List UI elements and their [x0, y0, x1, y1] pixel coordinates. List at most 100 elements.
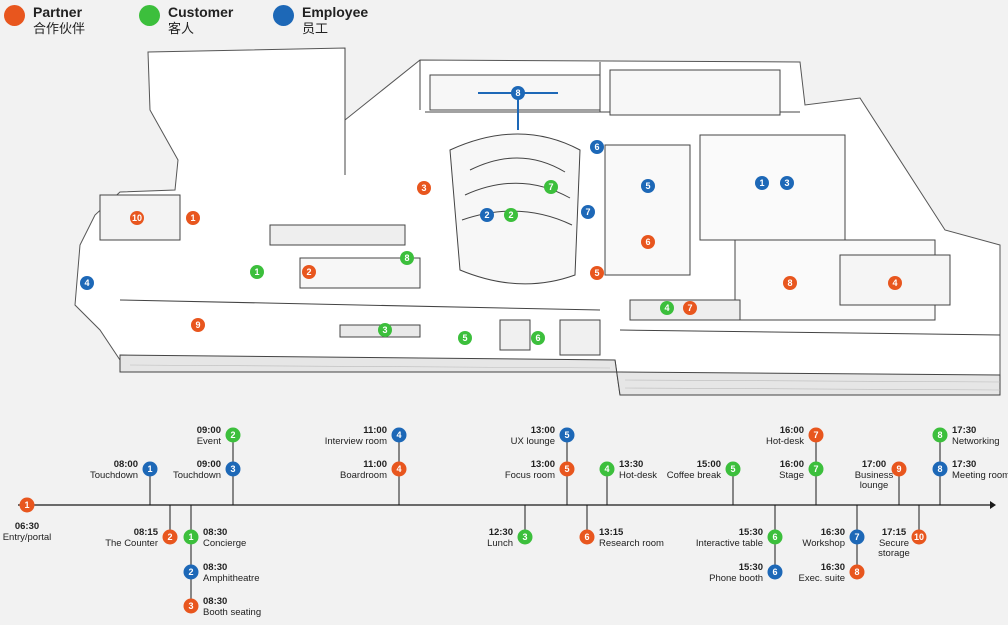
partner-circle-icon	[808, 427, 824, 443]
map-marker-partner-5: 5	[590, 266, 604, 280]
timeline-time: 15:30	[739, 527, 763, 538]
badge-number: 3	[522, 532, 527, 542]
badge-number: 1	[147, 464, 152, 474]
partner-circle-icon	[911, 529, 927, 545]
timeline-time: 16:30	[821, 562, 845, 573]
badge-number: 1	[24, 500, 29, 510]
badge-number: 5	[594, 268, 599, 278]
badge-number: 9	[195, 320, 200, 330]
badge-number: 5	[730, 464, 735, 474]
timeline-place: Boardroom	[340, 470, 387, 481]
badge-number: 6	[594, 142, 599, 152]
badge-number: 1	[759, 178, 764, 188]
timeline-place: Amphitheatre	[203, 573, 260, 584]
customer-circle-icon	[504, 208, 518, 222]
timeline-time: 08:30	[203, 527, 227, 538]
badge-number: 5	[564, 430, 569, 440]
timeline-marker-employee-8: 8	[932, 461, 948, 477]
timeline-place: Phone booth	[709, 573, 763, 584]
timeline-place: Workshop	[802, 538, 845, 549]
timeline-place: The Counter	[105, 538, 158, 549]
timeline-time: 11:00	[363, 425, 387, 436]
employee-circle-icon	[849, 529, 865, 545]
legend-label-zh: 员工	[302, 21, 329, 36]
facade-grid	[129, 364, 1001, 391]
map-marker-partner-10: 10	[130, 211, 144, 225]
timeline-marker-employee-2: 2	[183, 564, 199, 580]
timeline-time: 12:30	[489, 527, 513, 538]
timeline-place: storage	[878, 548, 910, 559]
timeline-time: 17:30	[952, 459, 976, 470]
map-marker-partner-4: 4	[888, 276, 902, 290]
timeline-place: Research room	[599, 538, 664, 549]
timeline-place: Networking	[952, 436, 1000, 447]
timeline-marker-employee-3: 3	[225, 461, 241, 477]
map-marker-employee-6: 6	[590, 140, 604, 154]
timeline-time: 11:00	[363, 459, 387, 470]
timeline-time: 13:30	[619, 459, 643, 470]
timeline-marker-employee-7: 7	[849, 529, 865, 545]
timeline-marker-customer-4: 4	[599, 461, 615, 477]
partner-circle-icon	[19, 497, 35, 513]
customer-circle-icon	[458, 331, 472, 345]
map-marker-customer-8: 8	[400, 251, 414, 265]
customer-circle-icon	[660, 301, 674, 315]
badge-number: 2	[484, 210, 489, 220]
map-marker-customer-3: 3	[378, 323, 392, 337]
badge-number: 6	[535, 333, 540, 343]
partner-circle-icon	[891, 461, 907, 477]
employee-dot-icon	[273, 5, 294, 26]
timeline-arrow-icon	[990, 501, 996, 509]
employee-circle-icon	[932, 461, 948, 477]
badge-number: 6	[772, 567, 777, 577]
badge-number: 10	[132, 213, 142, 223]
timeline-time: 13:00	[531, 459, 555, 470]
map-marker-employee-5: 5	[641, 179, 655, 193]
legend-item-customer: Customer 客人	[139, 4, 233, 37]
map-marker-employee-3: 3	[780, 176, 794, 190]
timeline-time: 13:15	[599, 527, 624, 538]
employee-circle-icon	[780, 176, 794, 190]
badge-number: 8	[937, 430, 942, 440]
timeline-place: Focus room	[505, 470, 555, 481]
partner-circle-icon	[183, 598, 199, 614]
badge-number: 4	[396, 464, 401, 474]
badge-number: 4	[604, 464, 609, 474]
timeline-time: 08:30	[203, 562, 227, 573]
timeline-marker-customer-5: 5	[725, 461, 741, 477]
partner-circle-icon	[186, 211, 200, 225]
badge-number: 3	[784, 178, 789, 188]
customer-circle-icon	[599, 461, 615, 477]
badge-number: 8	[515, 88, 520, 98]
timeline-time: 17:15	[882, 527, 907, 538]
map-marker-partner-3: 3	[417, 181, 431, 195]
timeline-place: Coffee break	[667, 470, 721, 481]
employee-circle-icon	[590, 140, 604, 154]
map-marker-partner-7: 7	[683, 301, 697, 315]
badge-number: 8	[404, 253, 409, 263]
timeline-marker-partner-8: 8	[849, 564, 865, 580]
customer-circle-icon	[250, 265, 264, 279]
timeline-place: Hot-desk	[766, 436, 804, 447]
partner-circle-icon	[162, 529, 178, 545]
timeline-marker-employee-4: 4	[391, 427, 407, 443]
building-outline	[74, 47, 1001, 396]
timeline-place: lounge	[860, 480, 889, 491]
timeline-marker-customer-8: 8	[932, 427, 948, 443]
employee-circle-icon	[480, 208, 494, 222]
timeline-place: Secure	[879, 538, 909, 549]
partner-circle-icon	[559, 461, 575, 477]
employee-circle-icon	[183, 564, 199, 580]
badge-number: 4	[84, 278, 89, 288]
timeline-place: Event	[197, 436, 222, 447]
